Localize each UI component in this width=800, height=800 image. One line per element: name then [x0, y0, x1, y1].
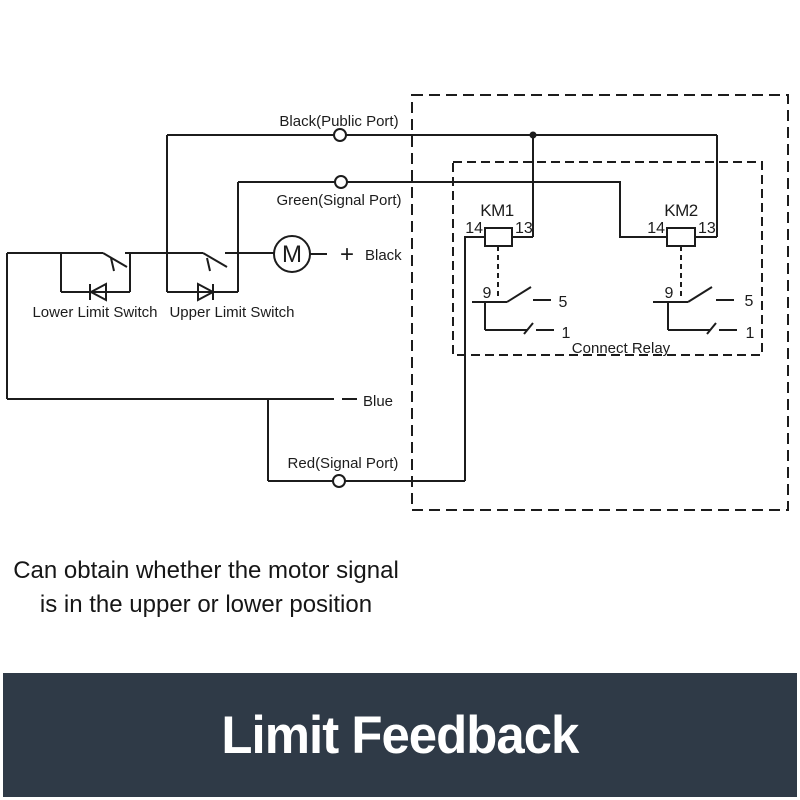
km2-pin5-label: 5	[745, 293, 754, 310]
motor-circle	[273, 235, 311, 273]
junction-dot	[529, 131, 537, 139]
lower-switch-tick	[110, 257, 115, 272]
wire-km1-pin14-riser	[464, 236, 485, 481]
km1-label: KM1	[480, 201, 514, 220]
km2-contact-1	[667, 302, 737, 335]
km2-pin13-label: 13	[698, 220, 716, 237]
km2-coil-box	[666, 227, 696, 247]
connect-relay-label: Connect Relay	[572, 340, 671, 357]
km1-pin5-label: 5	[559, 294, 568, 311]
wiring-diagram: M + KM1 14 13 9 5 1 KM2	[6, 94, 789, 511]
green-port-terminal-icon	[334, 175, 348, 189]
lower-switch-bypass	[60, 253, 131, 293]
km1-pin13-label: 13	[515, 220, 533, 237]
km1-coil-box	[484, 227, 513, 247]
km1-contact-5	[472, 286, 551, 303]
wire-green-signal	[238, 181, 667, 238]
lower-limit-switch-label: Lower Limit Switch	[32, 304, 157, 321]
lower-diode-triangle	[88, 282, 107, 302]
relay-km2: KM2 14 13 9 5 1	[647, 201, 754, 342]
motor-label: M	[282, 241, 302, 268]
relay-km1: KM1 14 13 9 5 1	[465, 201, 570, 342]
km1-pin9-label: 9	[483, 285, 492, 302]
km1-pin14-label: 14	[465, 220, 483, 237]
upper-switch-blade	[202, 252, 228, 268]
km2-pin14-label: 14	[647, 220, 665, 237]
wires	[6, 134, 718, 482]
upper-switch-tick	[206, 257, 211, 272]
upper-limit-switch-label: Upper Limit Switch	[169, 304, 294, 321]
km2-contact-5	[653, 286, 734, 303]
blue-wire-label: Blue	[363, 393, 393, 410]
upper-limit-switch-symbol	[166, 135, 239, 302]
upper-diode-triangle	[197, 282, 216, 302]
relay-dashed-box	[452, 161, 763, 356]
red-port-terminal-icon	[332, 474, 346, 488]
km2-pin1-label: 1	[746, 325, 755, 342]
km2-pin9-label: 9	[665, 285, 674, 302]
upper-switch-bypass	[166, 135, 239, 293]
caption-text: Can obtain whether the motor signal is i…	[6, 554, 406, 622]
green-signal-port-label: Green(Signal Port)	[276, 192, 401, 209]
km1-contact-1	[484, 302, 554, 335]
caption-line-2: is in the upper or lower position	[39, 591, 373, 618]
caption-line-1: Can obtain whether the motor signal	[13, 557, 399, 584]
banner-title: Limit Feedback	[221, 705, 580, 765]
title-banner: Limit Feedback	[3, 673, 797, 797]
lower-limit-switch-symbol	[60, 252, 131, 302]
plus-symbol: +	[340, 241, 354, 268]
km2-label: KM2	[664, 201, 698, 220]
black-wire-label: Black	[365, 247, 402, 264]
outer-dashed-box	[411, 94, 789, 511]
black-port-terminal-icon	[333, 128, 347, 142]
km1-pin1-label: 1	[562, 325, 571, 342]
red-signal-port-label: Red(Signal Port)	[288, 455, 399, 472]
black-public-port-label: Black(Public Port)	[279, 113, 398, 130]
lower-switch-blade	[102, 252, 128, 268]
